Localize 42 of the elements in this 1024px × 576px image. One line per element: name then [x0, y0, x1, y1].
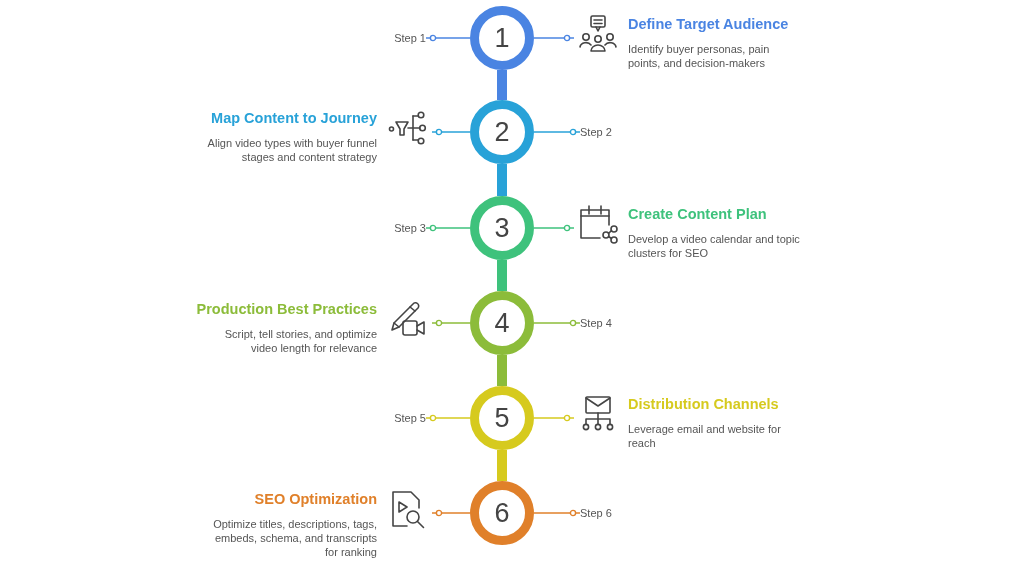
step-title: Distribution Channels — [628, 395, 779, 413]
step-description: Leverage email and website for reach — [628, 422, 782, 450]
step-number: 1 — [494, 23, 510, 53]
step-label: Step 1 — [394, 31, 426, 45]
step-number: 3 — [494, 213, 510, 243]
timeline-bar — [497, 355, 507, 386]
connector-line — [431, 319, 471, 327]
step-title: Production Best Practices — [196, 300, 377, 318]
step-description: Develop a video calendar and topic clusters for SEO — [628, 232, 801, 260]
connector-line — [533, 509, 581, 517]
timeline-bar — [497, 260, 507, 291]
step-number: 2 — [494, 117, 510, 147]
connector-line — [431, 128, 471, 136]
connector-line — [533, 128, 581, 136]
step-label: Step 6 — [580, 506, 612, 520]
step-label: Step 5 — [394, 411, 426, 425]
connector-line — [533, 414, 575, 422]
step-description: Align video types with buyer funnel stages and content strategy — [206, 136, 377, 164]
connector-line — [425, 224, 471, 232]
step-number: 5 — [494, 403, 510, 433]
connector-line — [425, 414, 471, 422]
step-circle — [470, 481, 534, 545]
timeline-bar — [497, 164, 507, 196]
step-label: Step 4 — [580, 316, 612, 330]
step-number: 6 — [494, 498, 510, 528]
step-description: Identify buyer personas, pain points, and decision-makers — [628, 42, 771, 70]
step-label: Step 3 — [394, 221, 426, 235]
timeline-bar — [497, 450, 507, 481]
connector-line — [431, 509, 471, 517]
step-description: Optimize titles, descriptions, tags, embeds, schema, and transcripts for ranking — [212, 517, 377, 559]
step-title: SEO Optimization — [254, 490, 377, 508]
connector-line — [533, 34, 575, 42]
step-number: 4 — [494, 308, 510, 338]
step-description: Script, tell stories, and optimize video length for relevance — [223, 327, 377, 355]
connector-line — [425, 34, 471, 42]
step-title: Create Content Plan — [628, 205, 767, 223]
timeline-bar — [497, 70, 507, 100]
step-title: Map Content to Journey — [211, 109, 377, 127]
connector-line — [533, 319, 581, 327]
step-label: Step 2 — [580, 125, 612, 139]
step-title: Define Target Audience — [628, 15, 789, 33]
connector-line — [533, 224, 575, 232]
